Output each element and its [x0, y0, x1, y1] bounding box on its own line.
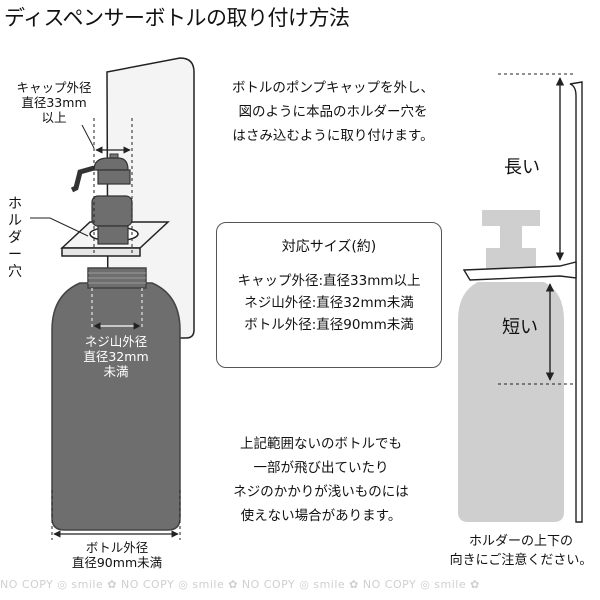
cap-outer-line-2: 直径33mm	[21, 95, 87, 110]
thread-outer-line-1: ネジ山外径	[84, 334, 148, 349]
spec-line-thread: ネジ山外径:直径32mm未満	[244, 295, 414, 311]
instruction-line-3: はさみ込むように取り付けます。	[232, 128, 434, 144]
thread-width-indicator	[91, 288, 143, 330]
holder-orientation-note: ホルダーの上下の 向きにご注意ください。	[444, 532, 598, 570]
bottle-body	[51, 267, 181, 531]
thread-outer-line-3: 未満	[103, 364, 129, 379]
caution-line-1: 上記範囲ないのボトルでも	[240, 436, 402, 452]
holder-hole-char: ル	[8, 213, 22, 229]
cap-width-indicator	[81, 118, 133, 255]
caution-text: 上記範囲ないのボトルでも 一部が飛び出ていたり ネジのかかりが浅いものには 使え…	[196, 432, 446, 528]
bottle-outer-line-2: 直径90mm未満	[71, 555, 163, 570]
holder-hole-char: ダ	[8, 230, 22, 246]
cap-outer-line-1: キャップ外径	[16, 80, 92, 95]
cap-outer-label: キャップ外径 直径33mm 以上	[6, 80, 102, 125]
spec-line-cap: キャップ外径:直径33mm以上	[237, 273, 421, 289]
caution-line-4: 使えない場合があります。	[240, 508, 402, 524]
instruction-line-2: 図のように本品のホルダー穴を	[238, 104, 428, 120]
bottle-outer-label: ボトル外径 直径90mm未満	[50, 540, 184, 570]
holder-hole-char: 穴	[8, 264, 22, 280]
spec-line-bottle: ボトル外径:直径90mm未満	[244, 317, 414, 333]
bottle-width-indicator	[51, 490, 181, 540]
ghost-bottle	[458, 210, 564, 522]
instruction-line-1: ボトルのポンプキャップを外し、	[231, 80, 435, 96]
thread-outer-label: ネジ山外径 直径32mm 未満	[66, 334, 166, 379]
spec-title: 対応サイズ(約)	[281, 239, 377, 255]
instruction-text: ボトルのポンプキャップを外し、 図のように本品のホルダー穴を はさみ込むように取…	[208, 76, 458, 148]
short-label: 短い	[502, 317, 538, 338]
spec-box	[216, 222, 442, 368]
watermark: NO COPY ◎ smile ✿ NO COPY ◎ smile ✿ NO C…	[0, 578, 480, 591]
caution-line-2: 一部が飛び出ていたり	[253, 460, 389, 476]
pump-cap	[70, 153, 133, 245]
spec-lines: キャップ外径:直径33mm以上 ネジ山外径:直径32mm未満 ボトル外径:直径9…	[216, 270, 442, 336]
thread-outer-line-2: 直径32mm	[83, 349, 149, 364]
holder-hole-label: ホ ル ダ ー 穴	[6, 196, 24, 281]
holder-note-line-2: 向きにご注意ください。	[449, 553, 593, 568]
page-title: ディスペンサーボトルの取り付け方法	[4, 6, 350, 30]
holder-hole-char: ー	[8, 247, 22, 263]
caution-line-3: ネジのかかりが浅いものには	[233, 484, 409, 500]
cap-outer-line-3: 以上	[41, 110, 67, 125]
bottle-outer-line-1: ボトル外径	[85, 540, 149, 555]
holder-hole-pointer	[30, 217, 89, 237]
long-label: 長い	[504, 157, 540, 178]
side-holder	[462, 81, 583, 523]
length-indicators	[498, 73, 574, 385]
holder-note-line-1: ホルダーの上下の	[468, 534, 573, 549]
holder-hole-char: ホ	[8, 196, 22, 212]
